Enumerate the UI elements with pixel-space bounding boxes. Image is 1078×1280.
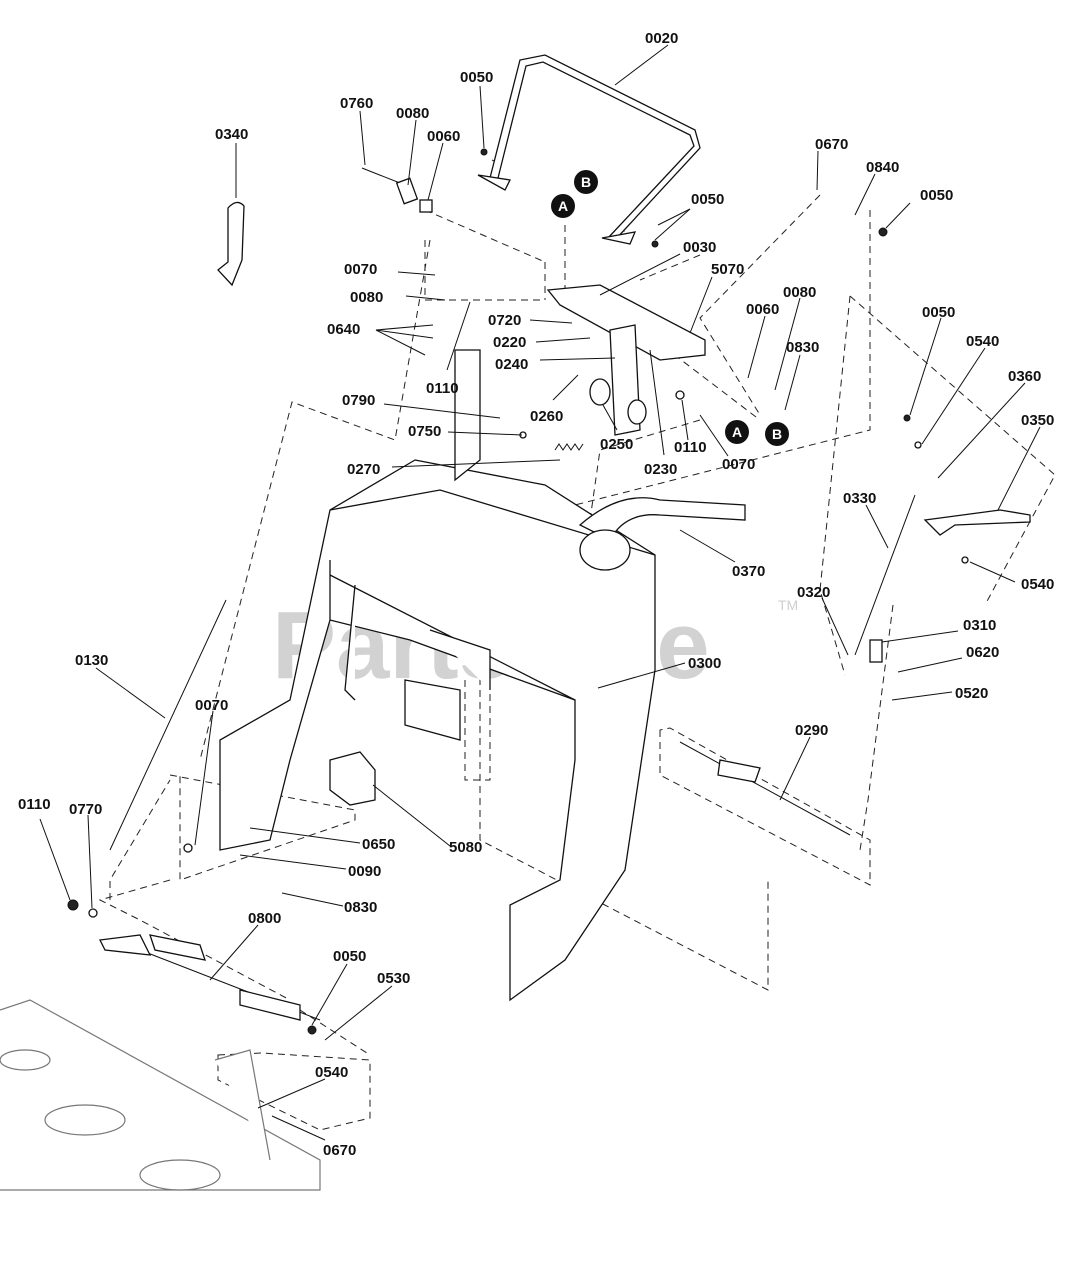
label-0830-b: 0830 [344, 899, 377, 916]
label-0640: 0640 [327, 321, 360, 338]
label-0250: 0250 [600, 436, 633, 453]
label-0540-b: 0540 [1021, 576, 1054, 593]
callout-a-badge-lower: A [725, 420, 749, 444]
label-0020: 0020 [645, 30, 678, 47]
label-0750: 0750 [408, 423, 441, 440]
label-0670-bottom: 0670 [323, 1142, 356, 1159]
label-0670-top: 0670 [815, 136, 848, 153]
label-0080-c: 0080 [783, 284, 816, 301]
spring-part [554, 443, 584, 451]
label-0260: 0260 [530, 408, 563, 425]
label-0800: 0800 [248, 910, 281, 927]
label-0360: 0360 [1008, 368, 1041, 385]
label-0300: 0300 [688, 655, 721, 672]
label-0840: 0840 [866, 159, 899, 176]
label-0650: 0650 [362, 836, 395, 853]
pulleys-part [589, 378, 647, 425]
label-0760: 0760 [340, 95, 373, 112]
label-0540-a: 0540 [966, 333, 999, 350]
pedal-shaft-part [99, 934, 321, 1021]
handle-bar-part [477, 54, 701, 245]
svg-text:A: A [558, 198, 568, 214]
upper-mount-bracket [546, 284, 706, 436]
label-0270: 0270 [347, 461, 380, 478]
part-labels: 0020 0050 0760 0080 0060 0340 0670 0840 … [18, 30, 1054, 1159]
label-0830-a: 0830 [786, 339, 819, 356]
label-0350: 0350 [1021, 412, 1054, 429]
label-0310: 0310 [963, 617, 996, 634]
label-5070: 5070 [711, 261, 744, 278]
label-0110-b: 0110 [674, 439, 707, 456]
label-0770: 0770 [69, 801, 102, 818]
label-0540-c: 0540 [315, 1064, 348, 1081]
label-0070-a: 0070 [344, 261, 377, 278]
label-0050-right: 0050 [922, 304, 955, 321]
assembly-dashed-lines [98, 159, 1056, 1131]
label-0080-top: 0080 [396, 105, 429, 122]
main-frame-part [219, 349, 746, 1002]
svg-text:B: B [581, 174, 591, 190]
label-0050-topright: 0050 [920, 187, 953, 204]
label-0240: 0240 [495, 356, 528, 373]
label-0050-bottom: 0050 [333, 948, 366, 965]
right-side-parts [679, 494, 1031, 836]
label-0340: 0340 [215, 126, 248, 143]
label-0790: 0790 [342, 392, 375, 409]
label-0060-top: 0060 [427, 128, 460, 145]
label-0080-b: 0080 [350, 289, 383, 306]
label-0050-top: 0050 [460, 69, 493, 86]
label-0110-a: 0110 [426, 380, 459, 397]
label-0370: 0370 [732, 563, 765, 580]
bolt-assembly-top-left [361, 167, 433, 213]
label-0530: 0530 [377, 970, 410, 987]
label-0320: 0320 [797, 584, 830, 601]
svg-text:B: B [772, 426, 782, 442]
callout-b-badge-lower: B [765, 422, 789, 446]
label-0090: 0090 [348, 863, 381, 880]
label-0130: 0130 [75, 652, 108, 669]
grip-sleeve-part [217, 201, 245, 287]
control-rod-part [109, 599, 227, 851]
callout-b-badge: B [574, 170, 598, 194]
label-0520: 0520 [955, 685, 988, 702]
callout-a-badge: A [551, 194, 575, 218]
leader-lines [39, 44, 1041, 1141]
label-0060-b: 0060 [746, 301, 779, 318]
label-5080: 5080 [449, 839, 482, 856]
label-0030: 0030 [683, 239, 716, 256]
watermark-trademark: TM [778, 597, 798, 613]
svg-text:A: A [732, 424, 742, 440]
label-0070-c: 0070 [195, 697, 228, 714]
label-0720: 0720 [488, 312, 521, 329]
label-0620: 0620 [966, 644, 999, 661]
mount-plate-part [329, 751, 376, 806]
lower-deck-frame [0, 999, 321, 1191]
label-0230: 0230 [644, 461, 677, 478]
label-0330: 0330 [843, 490, 876, 507]
label-0110-c: 0110 [18, 796, 51, 813]
label-0050-mid: 0050 [691, 191, 724, 208]
label-0220: 0220 [493, 334, 526, 351]
label-0070-b: 0070 [722, 456, 755, 473]
label-0290: 0290 [795, 722, 828, 739]
